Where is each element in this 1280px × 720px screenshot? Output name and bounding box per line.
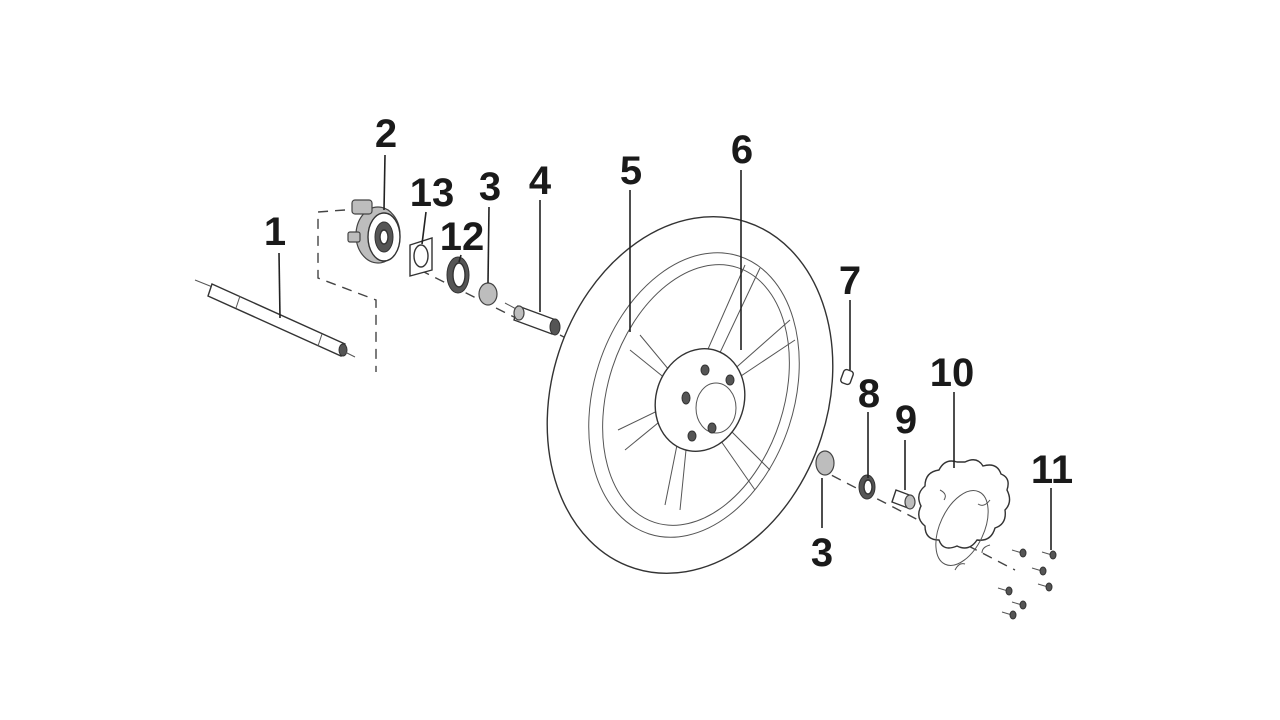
callout-8: 8 <box>858 372 880 416</box>
part-distance-collar <box>504 302 561 336</box>
axle-centerline-left <box>419 269 521 321</box>
callout-4: 4 <box>529 159 552 203</box>
callout-12: 12 <box>440 215 485 259</box>
part-oil-seal-right <box>858 474 876 500</box>
callout-13: 13 <box>410 171 455 215</box>
assembly-bracket <box>317 209 377 372</box>
part-retainer-washer <box>409 237 433 277</box>
part-brake-disc <box>918 459 1011 571</box>
callout-2: 2 <box>375 112 397 156</box>
callout-1: 1 <box>264 210 286 254</box>
part-disc-bolts <box>997 548 1057 620</box>
leader-lines <box>278 154 1052 550</box>
part-valve <box>840 368 854 386</box>
part-speedometer-gear <box>347 199 401 264</box>
callout-labels: 1 2 13 3 4 12 5 6 7 8 9 10 11 3 <box>264 112 1073 575</box>
part-bearing-right <box>815 450 835 476</box>
part-wheel <box>546 216 834 574</box>
callout-6: 6 <box>731 128 753 172</box>
part-bearing-left <box>478 282 498 306</box>
callout-7: 7 <box>839 259 861 303</box>
part-collar-right <box>891 489 916 510</box>
part-oil-seal <box>446 256 470 294</box>
callout-3-left: 3 <box>479 165 501 209</box>
callout-10: 10 <box>930 351 975 395</box>
callout-11: 11 <box>1031 448 1073 492</box>
callout-9: 9 <box>895 398 917 442</box>
callout-5: 5 <box>620 149 642 193</box>
part-axle-shaft <box>194 279 356 358</box>
callout-3-right: 3 <box>811 531 833 575</box>
